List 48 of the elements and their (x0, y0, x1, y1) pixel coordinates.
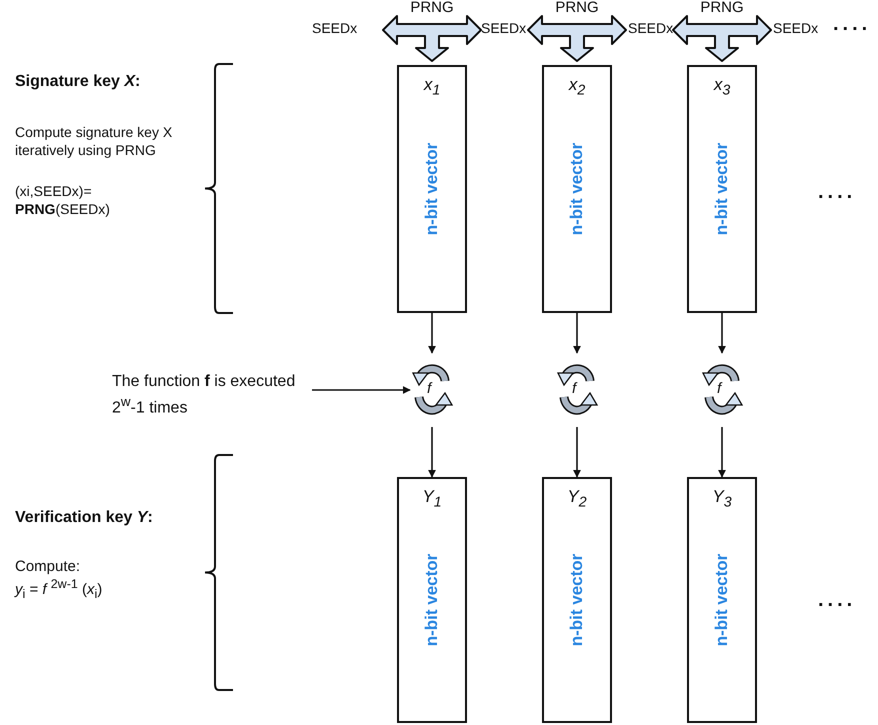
description-text: Compute signature key X iteratively using PRNG (15, 124, 174, 159)
function-symbol: f (717, 380, 722, 397)
section-heading: Signature key X: (15, 72, 140, 92)
vector-box (397, 65, 467, 313)
vector-symbol: Y$_{2}$ (566, 487, 588, 510)
vector-label: n-bit vector (712, 142, 732, 236)
description-text: Compute: (15, 558, 80, 577)
ellipsis: .... (818, 180, 856, 205)
node-label: PRNG (699, 0, 745, 16)
vector-symbol: Y$_{3}$ (711, 487, 733, 510)
annotation-text: The function f is executed 2$^{w}$-1 times (112, 372, 296, 418)
seed-label: SEEDx (628, 20, 674, 38)
arrow (718, 427, 726, 478)
node-label: PRNG (554, 0, 600, 16)
seed-label: SEEDx (481, 20, 526, 38)
arrow (718, 313, 726, 354)
description-text: y$_{i}$ = f $^{2w-1}$ (x$_{i}$) (15, 577, 102, 603)
prng-block (527, 0, 627, 62)
prng-block (672, 0, 772, 62)
ellipsis: .... (818, 588, 856, 613)
ellipsis: .... (833, 12, 872, 37)
vector-symbol: x$_{3}$ (712, 75, 732, 98)
section-heading: Verification key Y: (15, 508, 153, 528)
vector-label: n-bit vector (422, 554, 442, 646)
function-symbol: f (427, 380, 432, 397)
vector-box (542, 477, 612, 723)
vector-label: n-bit vector (567, 554, 587, 646)
seed-label: SEEDx (773, 20, 818, 38)
vector-box (542, 65, 612, 313)
vector-box (687, 65, 757, 313)
node-label: PRNG (409, 0, 455, 16)
vector-box (397, 477, 467, 723)
arrow (312, 386, 411, 394)
function-symbol: f (572, 380, 576, 397)
prng-block (382, 0, 482, 62)
arrow (428, 313, 436, 354)
vector-symbol: x$_{2}$ (567, 75, 586, 98)
vector-label: n-bit vector (712, 554, 732, 646)
arrow (573, 313, 581, 354)
seed-label: SEEDx (312, 20, 358, 38)
vector-label: n-bit vector (567, 142, 587, 236)
vector-symbol: Y$_{1}$ (421, 487, 443, 510)
vector-box (687, 477, 757, 723)
arrow (428, 427, 436, 478)
description-text: (xi,SEEDx)= PRNG(SEEDx) (15, 183, 111, 218)
vector-label: n-bit vector (422, 142, 442, 236)
vector-symbol: x$_{1}$ (422, 75, 442, 98)
arrow (573, 427, 581, 478)
